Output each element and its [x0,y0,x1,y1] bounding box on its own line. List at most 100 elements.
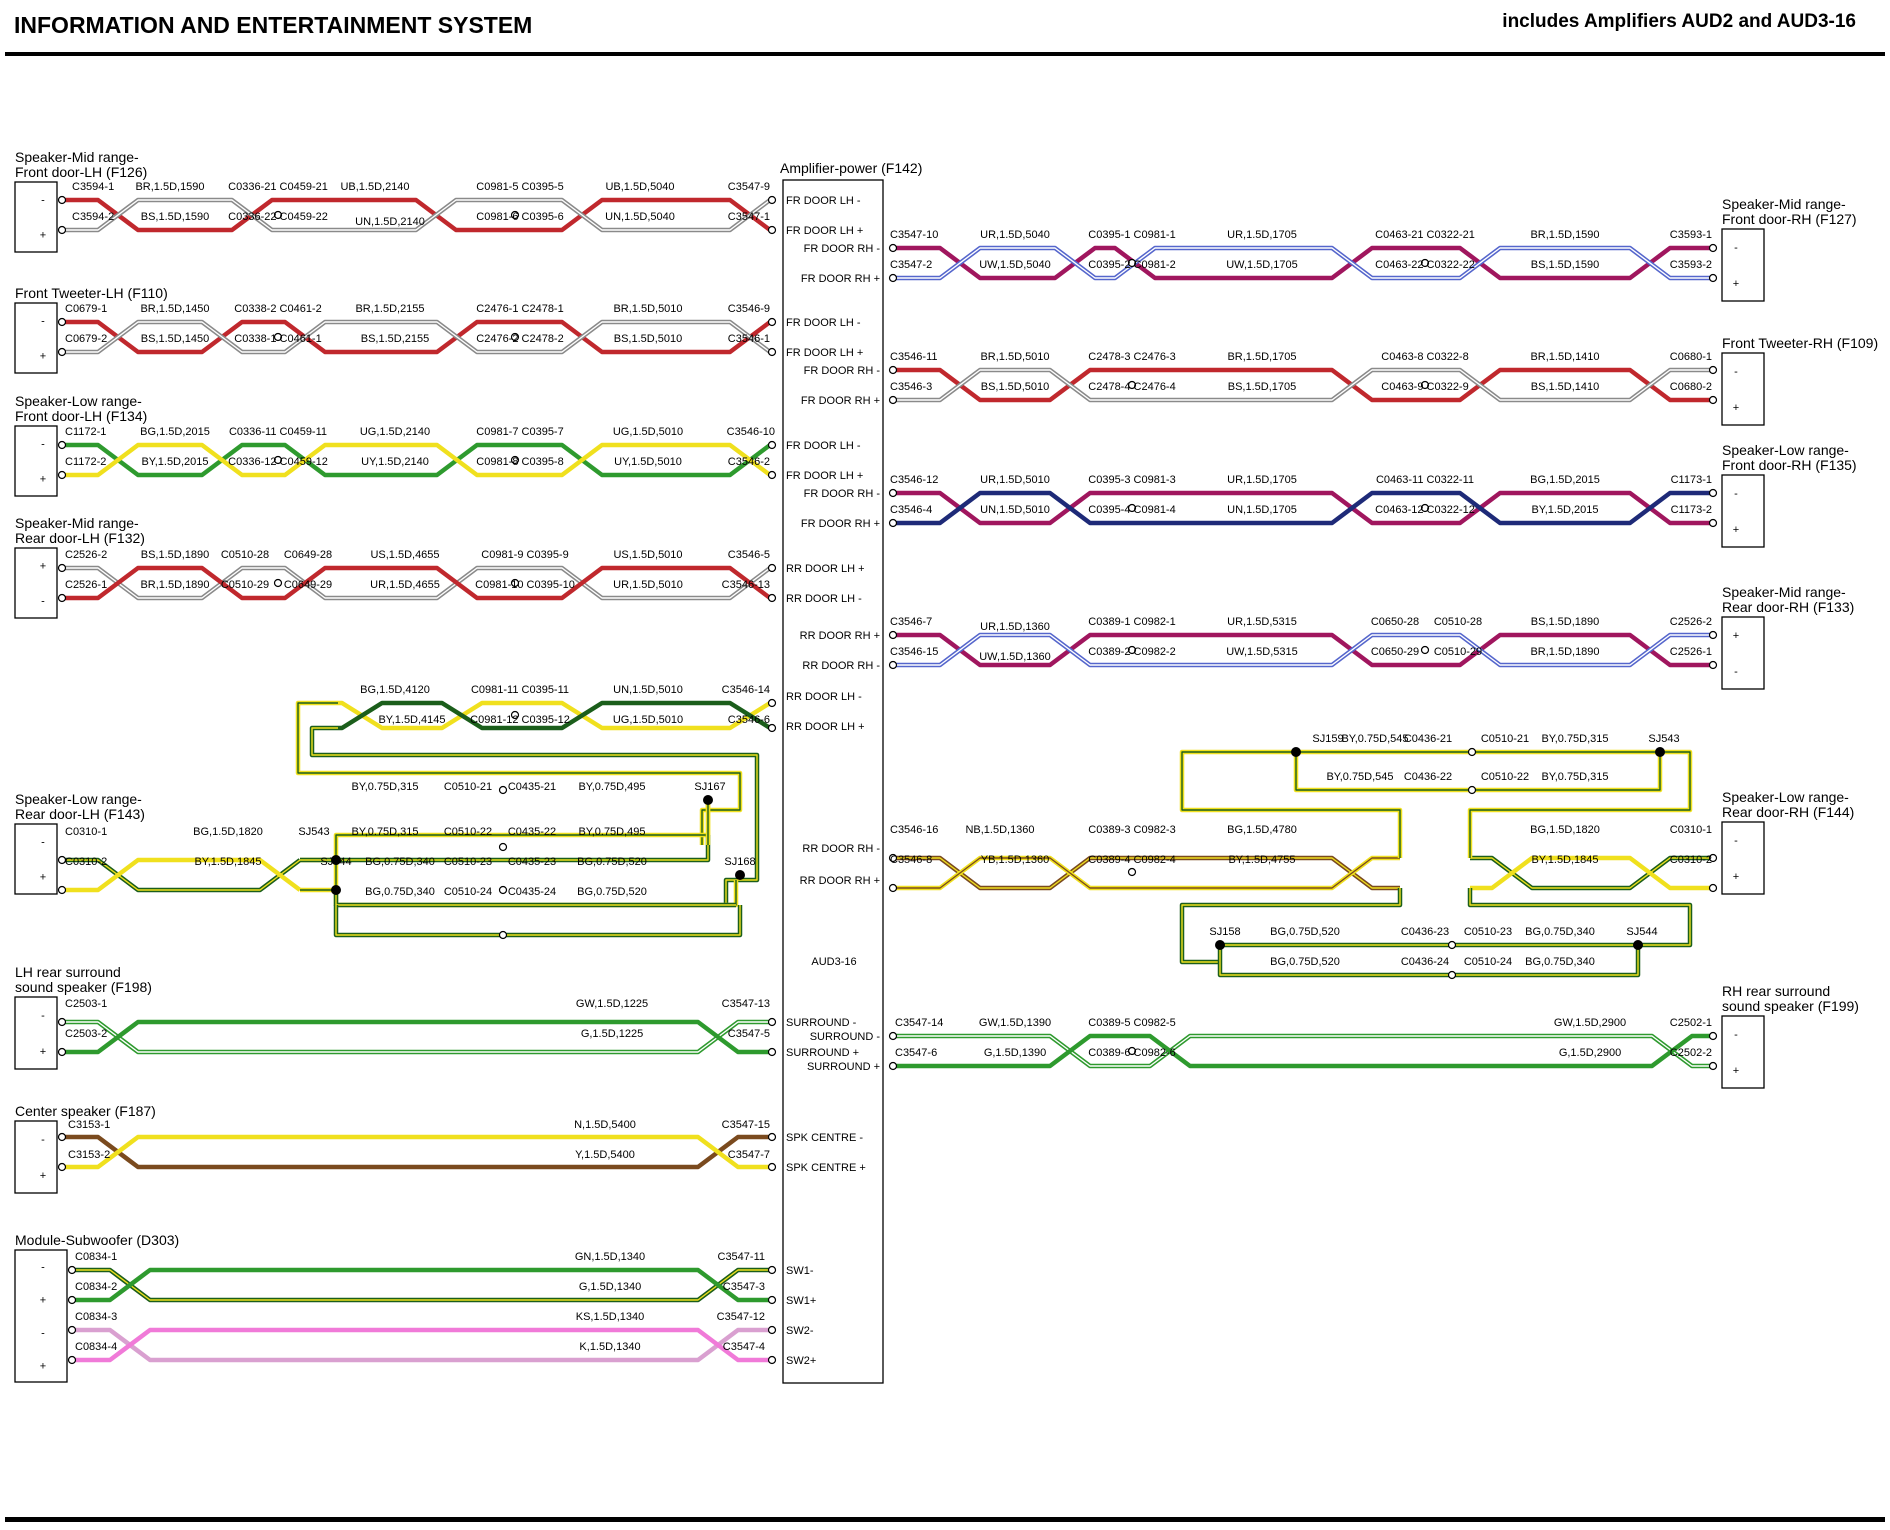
wire-label: C0435-24 [508,886,556,898]
pin-label: + [1733,278,1739,290]
wire [72,1267,772,1303]
wire-label: UW,1.5D,1705 [1226,259,1298,271]
wire-label: C0395-2 C0981-2 [1088,259,1175,271]
wire-label: C2478-3 C2476-3 [1088,351,1175,363]
connector-icon [57,470,67,480]
amplifier-pin: FR DOOR LH - [786,440,861,452]
wire-label: C0510-29 [1434,646,1482,658]
connector-icon [1708,395,1718,405]
connector-icon [57,1132,67,1142]
wire-label: C3547-14 [895,1017,943,1029]
wire-label: C0310-2 [1670,854,1712,866]
connector-icon [767,1132,777,1142]
wire-label: C3546-5 [728,549,770,561]
wire-label: GN,1.5D,1340 [575,1251,645,1263]
wire-label: BR,1.5D,1450 [140,303,209,315]
component-name: LH rear surround [15,964,121,980]
wire-label: C1173-1 [1671,474,1712,486]
component-box [1721,1015,1765,1089]
connector-icon [1420,258,1430,268]
component-name: Front Tweeter-RH (F109) [1722,335,1878,351]
wire-label: BS,1.5D,1450 [141,333,210,345]
wire-label: C1172-2 [65,456,106,468]
wire-label: C0649-29 [284,579,332,591]
component-name: Front door-RH (F135) [1722,457,1857,473]
amplifier-pin: RR DOOR RH - [802,660,880,672]
wire-label: C2502-1 [1670,1017,1712,1029]
connector-icon [888,273,898,283]
wire-label: C0834-3 [75,1311,117,1323]
connector-icon [1127,258,1137,268]
pin-label: + [1733,402,1739,414]
splice-icon [735,870,745,880]
connector-icon [57,1017,67,1027]
wire-label: G,1.5D,1225 [581,1028,643,1040]
pin-label: - [1734,666,1738,678]
wire-label: K,1.5D,1340 [579,1341,640,1353]
wire-label: C2526-1 [65,579,107,591]
component-name: Rear door-RH (F133) [1722,599,1854,615]
wire-label: BS,1.5D,5010 [614,333,683,345]
connector-icon [1708,883,1718,893]
connector-icon [498,885,508,895]
amplifier-pin: FR DOOR RH - [804,488,881,500]
component-name: Speaker-Mid range- [1722,584,1846,600]
wire-stripe [62,321,772,353]
wire-label: NB,1.5D,1360 [965,824,1034,836]
components-layer [14,179,1765,1384]
pin-label: - [41,1010,45,1022]
wire-label: C3546-10 [727,426,775,438]
wire-label: BY,0.75D,315 [351,826,418,838]
component-name: sound speaker (F198) [15,979,152,995]
amplifier-pin: SW2- [786,1325,814,1337]
wire-label: C0389-1 C0982-1 [1088,616,1175,628]
wire-label: C3546-3 [890,381,932,393]
connector-icon [888,243,898,253]
wire-label: BR,1.5D,1590 [1530,229,1599,241]
wire-label: G,1.5D,2900 [1559,1047,1621,1059]
wire-label: UN,1.5D,5010 [980,504,1050,516]
amplifier-pin: RR DOOR RH - [802,843,880,855]
wire-label: UR,1.5D,5010 [980,474,1050,486]
wire-label: UR,1.5D,5040 [980,229,1050,241]
wire-label: UR,1.5D,1360 [980,621,1050,633]
wire-label: C0338-1 C0461-1 [234,333,321,345]
wire-label: UG,1.5D,2140 [360,426,430,438]
wire-label: C0510-24 [1464,956,1512,968]
amplifier-pin: SURROUND + [807,1061,880,1073]
pin-label: + [40,1170,46,1182]
component-box [1721,474,1765,548]
wire-label: G,1.5D,1340 [579,1281,641,1293]
component-name: Front door-RH (F127) [1722,211,1857,227]
wire-label: C0679-2 [65,333,107,345]
wire-label: C0395-1 C0981-1 [1088,229,1175,241]
connector-icon [1708,1061,1718,1071]
component-box [14,823,58,895]
wire-label: C0510-22 [444,826,492,838]
wire-label: BS,1.5D,2155 [361,333,430,345]
amplifier-pin: FR DOOR LH - [786,317,861,329]
wire-label: C0336-22 C0459-22 [228,211,328,223]
wire-label: BY,1.5D,2015 [141,456,208,468]
connector-icon [273,578,283,588]
amplifier-pin: RR DOOR RH + [800,875,880,887]
wire-label: UW,1.5D,5315 [1226,646,1298,658]
connector-icon [888,488,898,498]
connector-icon [1708,1031,1718,1041]
wire-label: KS,1.5D,1340 [576,1311,645,1323]
wire-label: GW,1.5D,1225 [576,998,648,1010]
wire-stripe [62,1021,772,1053]
connector-icon [1420,645,1430,655]
wire-label: BG,1.5D,4780 [1227,824,1297,836]
wire-label: BR,1.5D,2155 [355,303,424,315]
wire-label: UR,1.5D,1705 [1227,229,1297,241]
wire-label: C0395-4 C0981-4 [1088,504,1175,516]
wire [893,245,1713,281]
wire-label: BS,1.5D,1890 [141,549,210,561]
wire-label: C0510-23 [1464,926,1512,938]
wire-label: C0436-22 [1404,771,1452,783]
wire-label: UR,1.5D,1705 [1227,474,1297,486]
connector-icon [510,455,520,465]
wire-label: C2503-2 [65,1028,107,1040]
